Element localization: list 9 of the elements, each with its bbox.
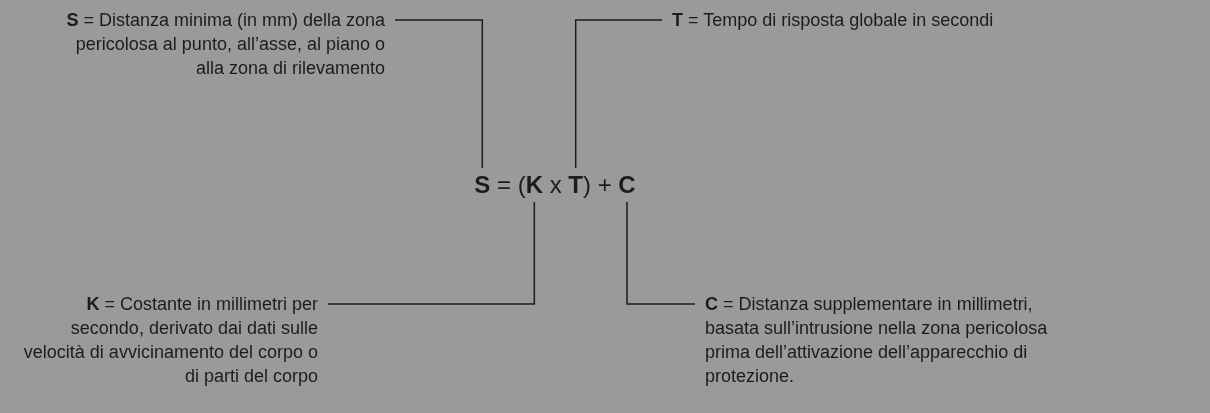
definition-text: S = Distanza minima (in mm) della zona pericolosa al punto, all’asse, al piano o alla zona di rilevamento <box>66 8 385 80</box>
definition-text: K = Costante in millimetri per secondo, derivato dai dati sulle velocità di avvicinamento del corpo o di parti del corpo <box>23 292 318 388</box>
definition-text: T = Tempo di risposta globale in secondi <box>672 8 995 32</box>
formula-text: S = (K x T) + C <box>474 170 636 200</box>
leader-line <box>327 201 536 305</box>
definition-text: C = Distanza supplementare in millimetri, basata sull’intrusione nella zona pericolosa prima dell’attivazione dell’apparecchio di protezione. <box>705 292 1049 388</box>
leader-line <box>574 19 663 169</box>
leader-line <box>394 19 484 169</box>
leader-line <box>626 201 696 305</box>
